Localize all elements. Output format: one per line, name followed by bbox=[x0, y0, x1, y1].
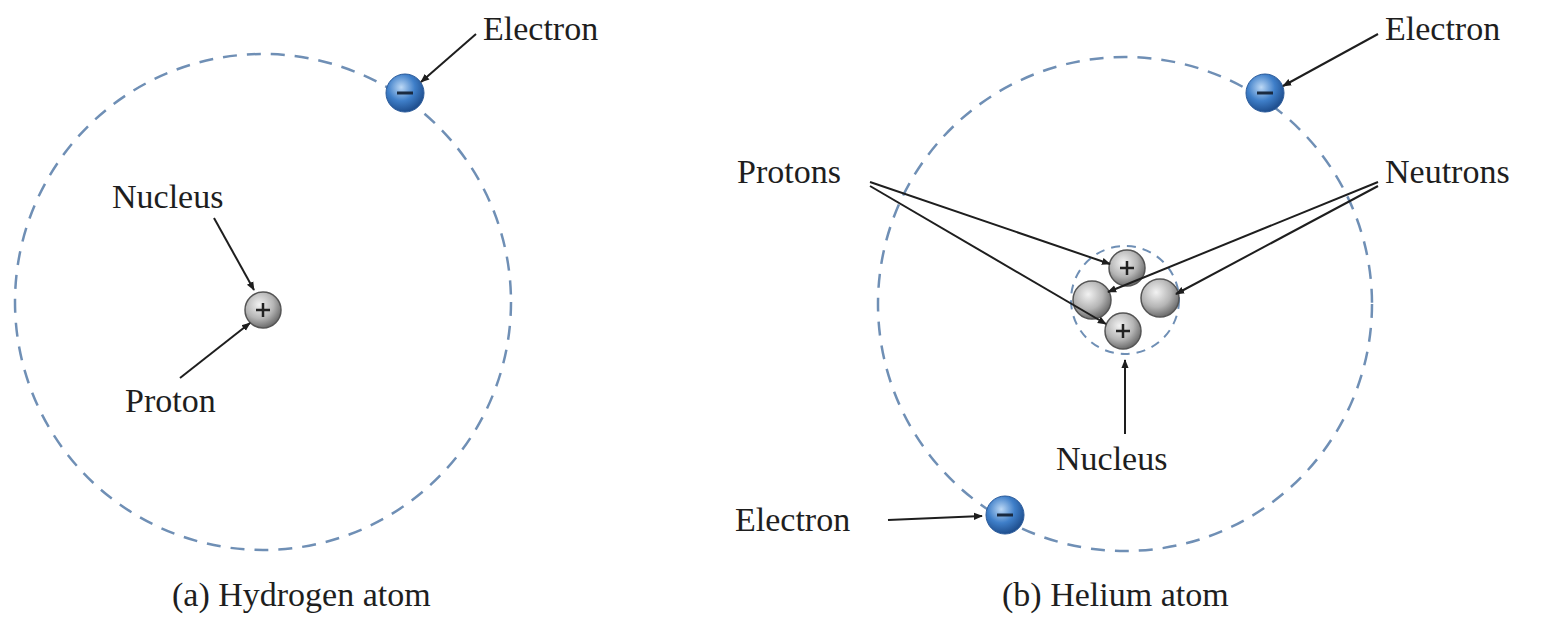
leader-line bbox=[1176, 186, 1378, 294]
part-label: Electron bbox=[483, 12, 598, 46]
part-label: Electron bbox=[735, 503, 850, 537]
electron-orbit bbox=[15, 54, 511, 550]
neutron-particle bbox=[1073, 281, 1111, 319]
electron-particle bbox=[1246, 74, 1284, 112]
part-label: Electron bbox=[1385, 12, 1500, 46]
nucleus-boundary bbox=[1071, 246, 1179, 354]
part-label: Protons bbox=[737, 155, 841, 189]
part-label: Neutrons bbox=[1385, 155, 1510, 189]
proton-particle bbox=[245, 292, 281, 328]
proton-particle bbox=[1109, 250, 1145, 286]
electron-orbit bbox=[878, 57, 1372, 551]
caption-label: (a) Hydrogen atom bbox=[172, 578, 431, 612]
neutron-particle bbox=[1141, 279, 1179, 317]
part-label: Proton bbox=[125, 384, 216, 418]
part-label: Nucleus bbox=[1056, 442, 1167, 476]
electron-particle bbox=[386, 74, 424, 112]
proton-particle bbox=[1105, 313, 1141, 349]
leader-line bbox=[1108, 182, 1378, 292]
caption-label: (b) Helium atom bbox=[1002, 578, 1229, 612]
leader-line bbox=[888, 516, 982, 520]
leader-line bbox=[421, 34, 476, 82]
part-label: Nucleus bbox=[112, 180, 223, 214]
leader-line bbox=[1283, 34, 1378, 86]
leader-line bbox=[180, 323, 250, 378]
leader-line bbox=[214, 218, 254, 290]
leader-line bbox=[870, 186, 1106, 324]
electron-particle bbox=[986, 496, 1024, 534]
leader-line bbox=[870, 182, 1110, 264]
leader-line bbox=[1124, 360, 1126, 434]
